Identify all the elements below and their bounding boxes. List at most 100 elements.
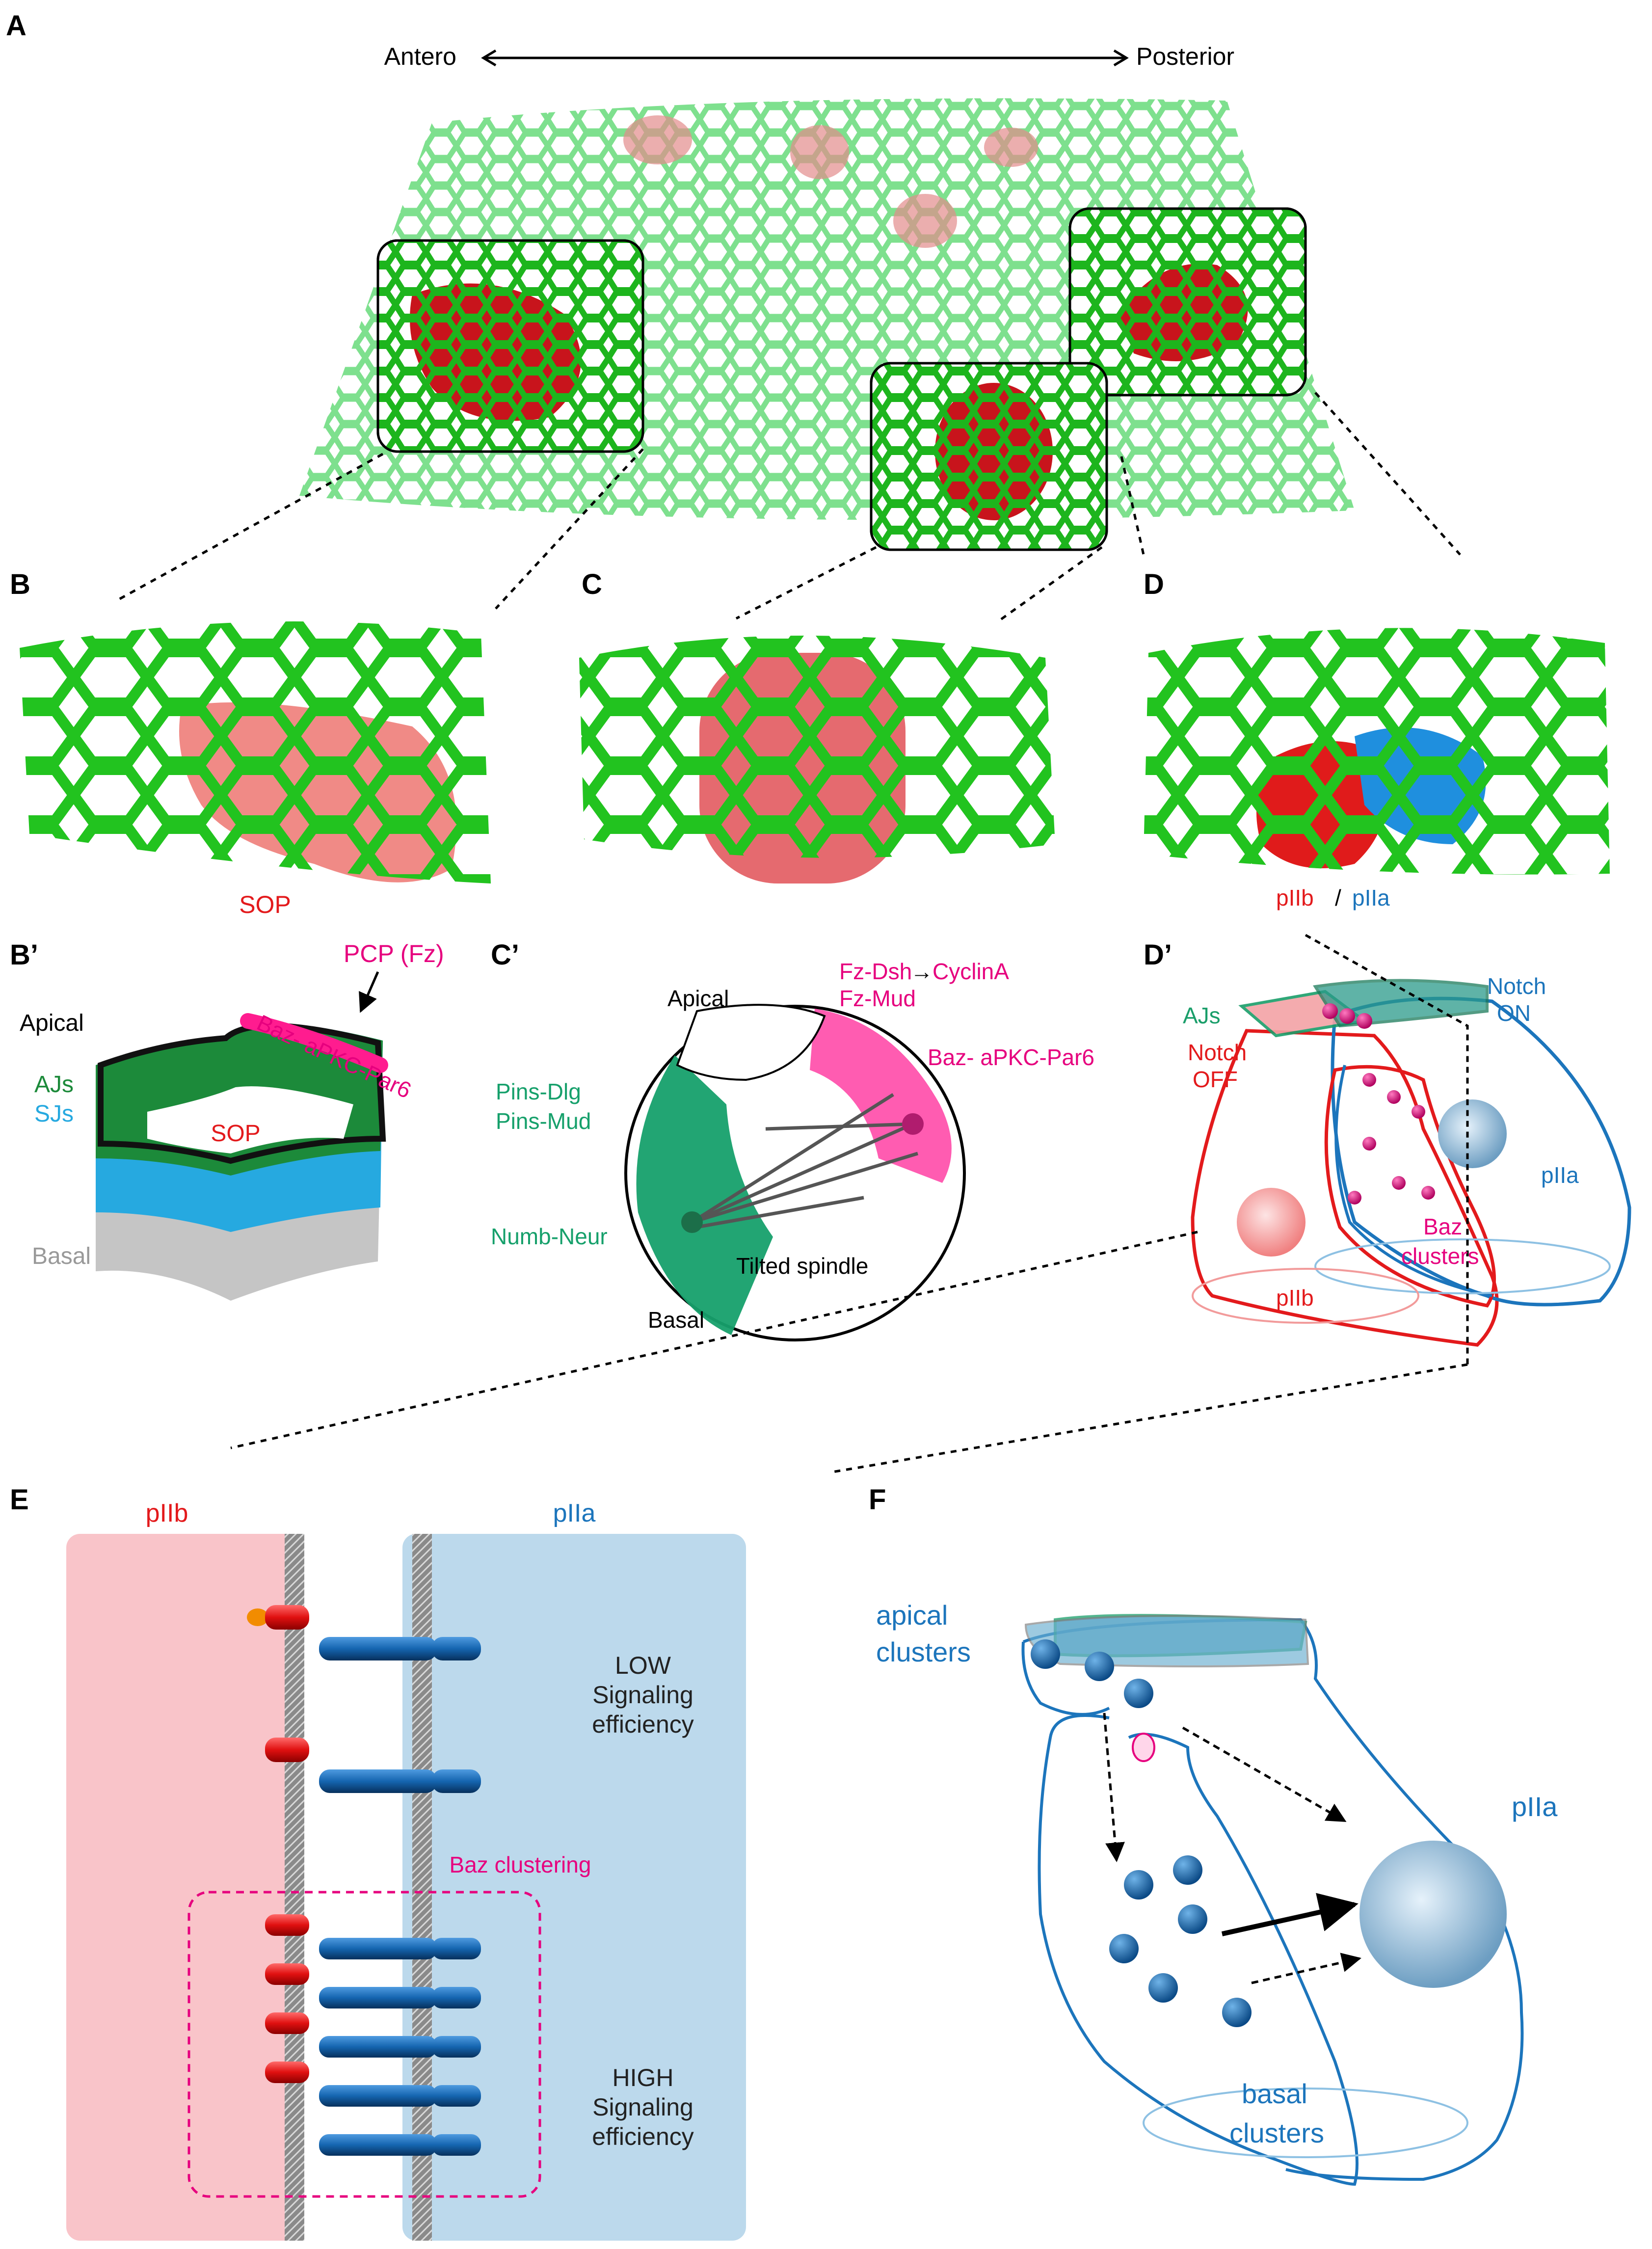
basal-plane bbox=[1143, 2088, 1468, 2158]
ajs-label: AJs bbox=[1183, 1003, 1221, 1028]
panel-letter-a: A bbox=[6, 10, 27, 42]
baz-apkc-crescent bbox=[810, 1009, 952, 1183]
zoom-guide-lines bbox=[230, 1231, 1468, 1474]
zoom-guide-lines bbox=[114, 392, 1461, 622]
piia-nucleus bbox=[1438, 1099, 1507, 1168]
junction-network bbox=[579, 636, 1055, 858]
notch-off-label: Notch bbox=[1188, 1040, 1247, 1065]
basal-cluster bbox=[1124, 1870, 1153, 1900]
sjs-label: SJs bbox=[34, 1101, 74, 1127]
piib-inner-membrane bbox=[1324, 1065, 1496, 1308]
tilted-spindle-label: Tilted spindle bbox=[736, 1253, 868, 1279]
baz-clustering-box bbox=[187, 1891, 541, 2198]
cyclina-label: CyclinA bbox=[933, 959, 1009, 984]
baz-clusters-label: Baz bbox=[1423, 1214, 1462, 1239]
apical-outline bbox=[98, 1022, 386, 1164]
apical-cluster bbox=[1085, 1652, 1114, 1681]
signaling-arrow bbox=[1221, 1893, 1359, 1936]
panel-b-prime: B’ Apical AJs SJs SOP Basal PCP (Fz) Baz… bbox=[10, 939, 444, 1301]
apical-label: Apical bbox=[20, 1010, 84, 1036]
panel-letter-b: B bbox=[10, 568, 30, 600]
clustered-ligand-receptor-pairs bbox=[265, 1914, 481, 2156]
piia-label: pIIa bbox=[1512, 1791, 1558, 1822]
piia-cell-outline bbox=[1331, 996, 1631, 1307]
basal-cluster bbox=[1178, 1904, 1207, 1934]
panel-letter-b-prime: B’ bbox=[10, 939, 38, 971]
low-efficiency-label-3: efficiency bbox=[592, 1711, 694, 1738]
apical-label: Apical bbox=[667, 986, 729, 1011]
piia-label: pIIa bbox=[1541, 1162, 1579, 1188]
basal-label: Basal bbox=[32, 1243, 91, 1269]
low-efficiency-label-2: Signaling bbox=[592, 1681, 693, 1709]
panel-letter-d-prime: D’ bbox=[1144, 939, 1172, 971]
junction-network bbox=[20, 621, 491, 884]
pins-mud-label: Pins-Mud bbox=[496, 1108, 591, 1134]
piib-label: pIIb bbox=[146, 1499, 188, 1527]
fz-dsh-label: Fz-Dsh bbox=[839, 959, 912, 984]
transport-arrows bbox=[1103, 1713, 1361, 1984]
apical-clusters-label: apical bbox=[876, 1600, 948, 1631]
ligand-receptor-pair-1 bbox=[247, 1605, 481, 1660]
pins-dlg-label: Pins-Dlg bbox=[496, 1079, 581, 1104]
pins-dlg-crescent bbox=[636, 1055, 773, 1335]
apical-cavity bbox=[147, 1086, 353, 1153]
sop-nucleus bbox=[790, 125, 849, 179]
axis-label-antero: Antero bbox=[384, 43, 456, 70]
apical-opening bbox=[676, 1004, 826, 1081]
basal-cluster bbox=[1148, 1973, 1178, 2003]
axis-label-posterior: Posterior bbox=[1136, 43, 1234, 70]
apical-clusters-label-2: clusters bbox=[876, 1636, 971, 1667]
panel-a: A Antero Posterior bbox=[6, 10, 1461, 622]
panel-letter-f: F bbox=[869, 1484, 886, 1516]
panel-letter-c-prime: C’ bbox=[491, 939, 519, 971]
panel-b: B SOP bbox=[10, 568, 491, 918]
panel-f: F apical clusters pIIa basal clusters bbox=[869, 1484, 1558, 2186]
piib-cell-outline bbox=[1191, 1029, 1499, 1347]
piia-cell-region bbox=[402, 1534, 746, 2241]
panel-letter-c: C bbox=[582, 568, 602, 600]
piib-adjacent-membrane bbox=[1038, 1714, 1359, 2186]
panel-e: E pIIb pIIa bbox=[10, 1484, 746, 2241]
high-efficiency-label-2: Signaling bbox=[592, 2093, 693, 2121]
basal-label: Basal bbox=[648, 1307, 704, 1333]
basal-cluster bbox=[1222, 1998, 1252, 2027]
ligand-receptor-pair-2 bbox=[265, 1738, 481, 1793]
piib-label: pIIb bbox=[1276, 1285, 1314, 1311]
fz-mud-label: Fz-Mud bbox=[839, 986, 916, 1011]
high-efficiency-label-3: efficiency bbox=[592, 2123, 694, 2150]
piib-nucleus bbox=[1237, 1188, 1306, 1257]
svg-text:→: → bbox=[910, 959, 933, 984]
baz-apkc-par6-label: Baz- aPKC-Par6 bbox=[928, 1044, 1094, 1070]
notch-receptor-coil bbox=[1132, 1733, 1155, 1762]
apical-cluster bbox=[1031, 1639, 1060, 1669]
basal-clusters-label: basal bbox=[1242, 2078, 1307, 2109]
panel-c-prime: C’ Fz-Dsh → CyclinA Fz-Mud Apical Baz- a… bbox=[491, 939, 1094, 1341]
ajs-label: AJs bbox=[34, 1071, 74, 1098]
pcp-label: PCP (Fz) bbox=[344, 940, 444, 967]
sop-label: SOP bbox=[239, 891, 291, 918]
panel-c: C bbox=[579, 568, 1055, 884]
tilted-spindle bbox=[691, 1093, 919, 1229]
sop-nucleus bbox=[984, 128, 1038, 167]
notch-off-state: OFF bbox=[1193, 1067, 1238, 1092]
piib-membrane bbox=[285, 1534, 304, 2241]
baz-clusters-label-2: clusters bbox=[1401, 1243, 1479, 1269]
basal-cluster bbox=[1173, 1855, 1202, 1885]
panel-d-prime: D’ AJs Notch ON Notch OFF pIIa pIIb Baz … bbox=[230, 934, 1631, 1474]
apical-cluster bbox=[1124, 1679, 1153, 1708]
baz-apkc-par6-crescent bbox=[240, 1013, 388, 1073]
numb-neur-label: Numb-Neur bbox=[491, 1224, 608, 1249]
notch-on-state: ON bbox=[1497, 1000, 1531, 1026]
piia-label: pIIa bbox=[553, 1499, 596, 1527]
junction-network bbox=[1144, 628, 1610, 875]
panel-letter-d: D bbox=[1144, 568, 1164, 600]
high-efficiency-label: HIGH bbox=[613, 2064, 674, 2091]
sop-label: SOP bbox=[211, 1121, 260, 1147]
piib-cell-region bbox=[66, 1534, 302, 2241]
slash-separator: / bbox=[1335, 885, 1341, 910]
panel-letter-e: E bbox=[10, 1484, 29, 1516]
piia-label: pIIa bbox=[1352, 885, 1390, 910]
sop-nucleus bbox=[623, 115, 692, 164]
piia-nucleus bbox=[1359, 1841, 1507, 1988]
basal-clusters-label-2: clusters bbox=[1229, 2117, 1324, 2148]
